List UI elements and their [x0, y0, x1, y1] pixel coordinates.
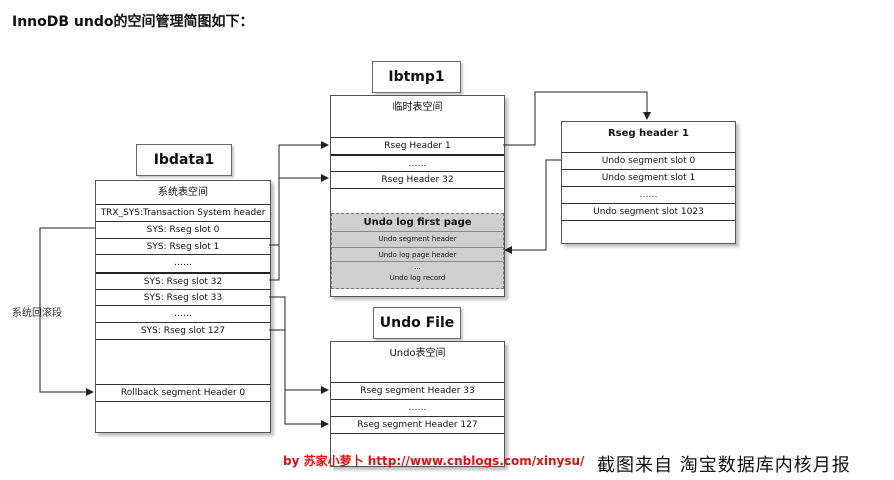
ibtmp1-box: 临时表空间 Rseg Header 1 …… Rseg Header 32 Un…	[330, 95, 505, 297]
ibtmp1-rseg-header-1: Rseg Header 1	[331, 137, 504, 154]
undo-tablespace: Undo表空间	[331, 344, 504, 364]
undo-log-page-header: Undo log page header	[332, 247, 503, 262]
arrow-slot-33-to-undo-header-33	[269, 296, 329, 394]
undo-segment-slot-1023: Undo segment slot 1023	[562, 203, 735, 221]
ibdata1-box: 系统表空间 TRX_SYS:Transaction System header …	[95, 180, 271, 433]
arrow-trx-sys-to-rollback-header	[39, 227, 95, 396]
arrow-rseg-header-1-to-rseg-box	[503, 91, 651, 146]
arrow-slot-0-to-undo-segment-header	[504, 159, 561, 254]
arrow-slot-to-rseg-header-1	[269, 141, 329, 246]
undo-log-first-page-title: Undo log first page	[332, 215, 503, 231]
system-rollback-segment-label: 系统回滚段	[12, 308, 62, 319]
rseg-header-title: Rseg header 1	[562, 124, 735, 144]
ibdata1-rseg-slot-33: SYS: Rseg slot 33	[96, 289, 270, 306]
source-watermark: 截图来自 淘宝数据库内核月报	[597, 455, 851, 476]
page-heading: InnoDB undo的空间管理简图如下：	[12, 14, 254, 30]
undo-segment-ellipsis: ……	[562, 186, 735, 203]
ibdata1-file-label: Ibdata1 File	[136, 144, 232, 198]
ibdata1-rseg-slot-1: SYS: Rseg slot 1	[96, 238, 270, 255]
undo-rseg-segment-header-33: Rseg segment Header 33	[331, 382, 504, 399]
undo-segment-slot-1: Undo segment slot 1	[562, 169, 735, 186]
undo-segment-header: Undo segment header	[332, 231, 503, 246]
ibtmp1-rseg-header-32: Rseg Header 32	[331, 171, 504, 189]
arrow-slot-127-to-undo-header-127	[269, 329, 329, 428]
arrow-slot-32-to-rseg-header-32	[269, 174, 329, 281]
undo-file-box: Undo表空间 Rseg segment Header 33 …… Rseg s…	[330, 341, 505, 467]
ibdata1-system-tablespace: 系统表空间	[96, 183, 270, 203]
undo-log-first-page: Undo log first page Undo segment header …	[331, 213, 504, 289]
ibtmp1-ellipsis: ……	[331, 154, 504, 172]
ibdata1-trx-sys-header: TRX_SYS:Transaction System header	[96, 204, 270, 221]
ibdata1-ellipsis-2: ……	[96, 305, 270, 322]
ibdata1-rseg-slot-0: SYS: Rseg slot 0	[96, 221, 270, 238]
undo-log-record: Undo log record	[332, 271, 503, 285]
ibdata1-rseg-slot-127: SYS: Rseg slot 127	[96, 322, 270, 340]
undo-ellipsis: ……	[331, 399, 504, 416]
ibtmp1-temp-tablespace: 临时表空间	[331, 98, 504, 118]
ibdata1-rollback-segment-header-0: Rollback segment Header 0	[96, 384, 270, 402]
undo-log-ellipsis: ...	[332, 261, 503, 272]
undo-segment-slot-0: Undo segment slot 0	[562, 152, 735, 169]
author-credit: by 苏家小萝卜 http://www.cnblogs.com/xinysu/	[283, 454, 585, 468]
ibdata1-ellipsis-1: ……	[96, 254, 270, 271]
undo-file-label: Undo File	[373, 307, 461, 339]
ibdata1-rseg-slot-32: SYS: Rseg slot 32	[96, 272, 270, 290]
undo-rseg-segment-header-127: Rseg segment Header 127	[331, 416, 504, 434]
rseg-header-box: Rseg header 1 Undo segment slot 0 Undo s…	[561, 121, 736, 244]
